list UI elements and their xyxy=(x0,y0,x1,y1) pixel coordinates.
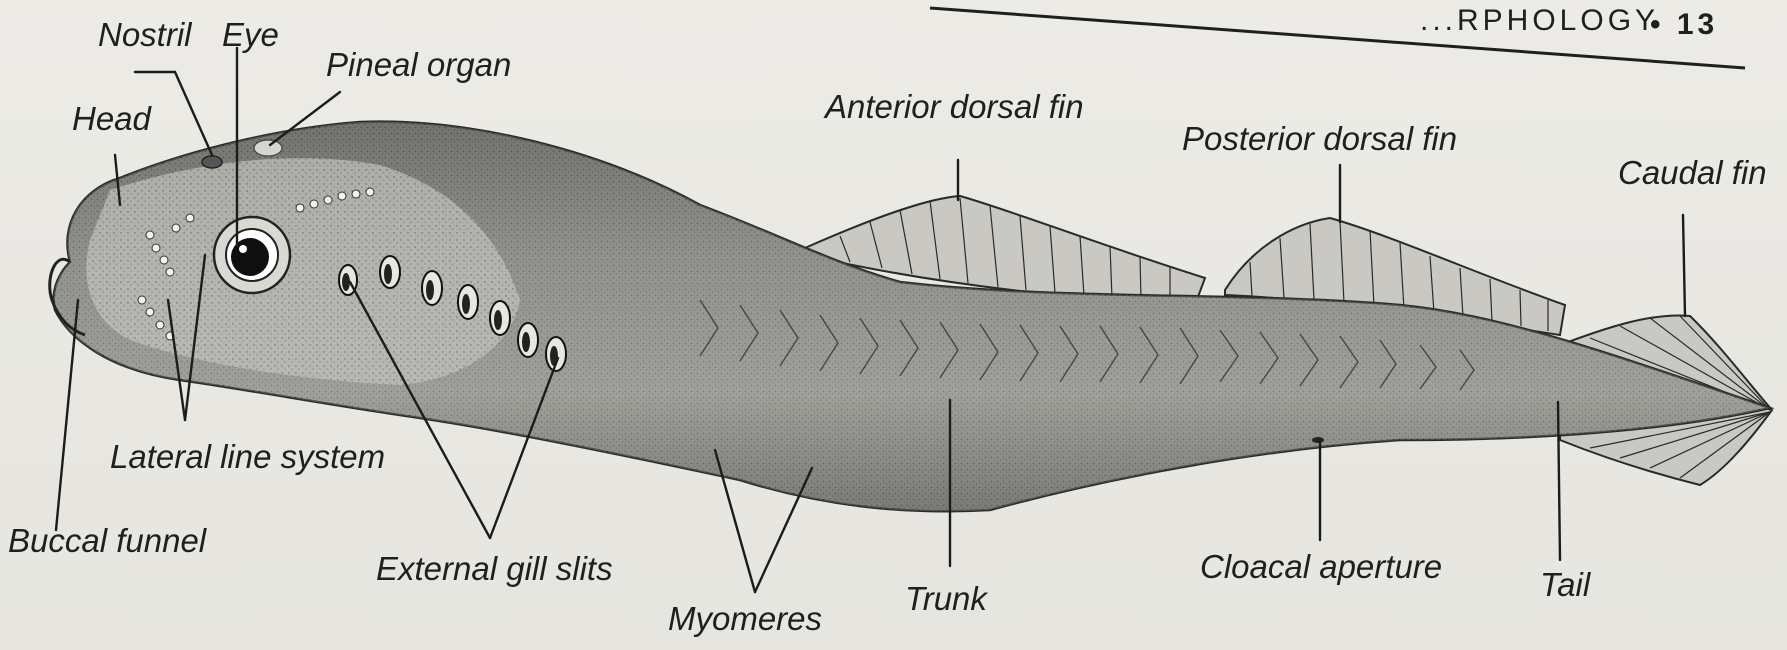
label-posterior-dorsal-fin: Posterior dorsal fin xyxy=(1182,120,1457,157)
label-pineal-organ: Pineal organ xyxy=(326,46,511,83)
label-cloacal-aperture: Cloacal aperture xyxy=(1200,548,1442,585)
label-tail: Tail xyxy=(1540,566,1592,603)
label-trunk: Trunk xyxy=(905,580,988,617)
label-buccal-funnel: Buccal funnel xyxy=(8,522,208,559)
label-external-gill-slits: External gill slits xyxy=(376,550,613,587)
running-head: ...RPHOLOGY xyxy=(1420,4,1659,37)
label-nostril: Nostril xyxy=(98,16,193,53)
nostril-shape xyxy=(202,156,222,168)
eye-shape xyxy=(214,217,290,293)
label-caudal-fin: Caudal fin xyxy=(1618,154,1767,191)
label-head: Head xyxy=(72,100,153,137)
page-number: • 13 xyxy=(1650,8,1718,41)
label-myomeres: Myomeres xyxy=(668,600,822,637)
label-anterior-dorsal-fin: Anterior dorsal fin xyxy=(823,88,1084,125)
label-eye: Eye xyxy=(222,16,279,53)
label-lateral-line-system: Lateral line system xyxy=(110,438,385,475)
